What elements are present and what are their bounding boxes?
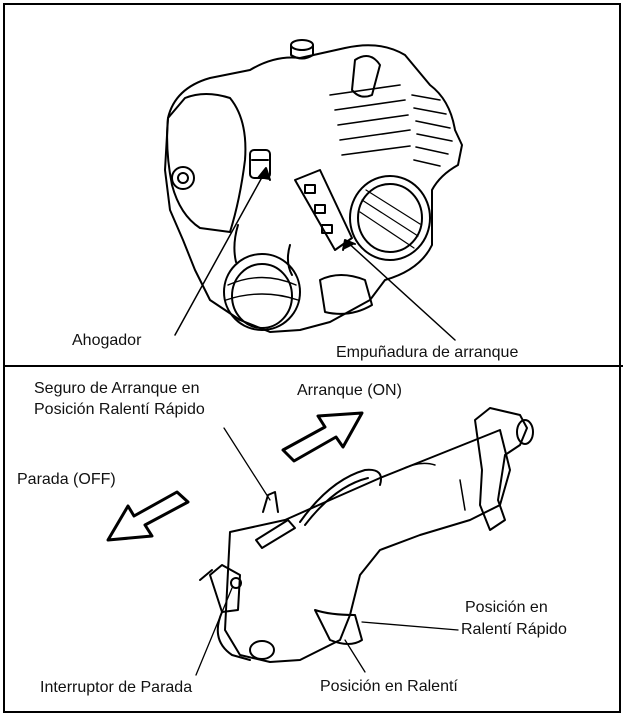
start-on-arrow — [283, 413, 362, 461]
stop-off-label: Parada (OFF) — [17, 470, 116, 490]
stop-switch — [200, 565, 241, 612]
fast-idle-leader-line — [362, 622, 458, 630]
start-lock-lever — [256, 492, 295, 548]
stop-switch-label: Interruptor de Parada — [40, 678, 192, 698]
throttle-trigger — [315, 610, 362, 644]
start-lock-leader-line — [224, 428, 270, 500]
idle-position-label: Posición en Ralentí — [320, 677, 458, 697]
fast-idle-label-line2: Ralentí Rápido — [461, 620, 567, 640]
start-on-label: Arranque (ON) — [297, 381, 402, 401]
fast-idle-label-line1: Posición en — [465, 598, 548, 618]
rear-grip — [475, 408, 527, 530]
stop-off-arrow — [108, 492, 188, 540]
start-lock-label-line2: Posición Ralentí Rápido — [34, 400, 205, 420]
start-lock-label-line1: Seguro de Arranque en — [34, 379, 199, 399]
idle-leader-line — [345, 640, 365, 672]
